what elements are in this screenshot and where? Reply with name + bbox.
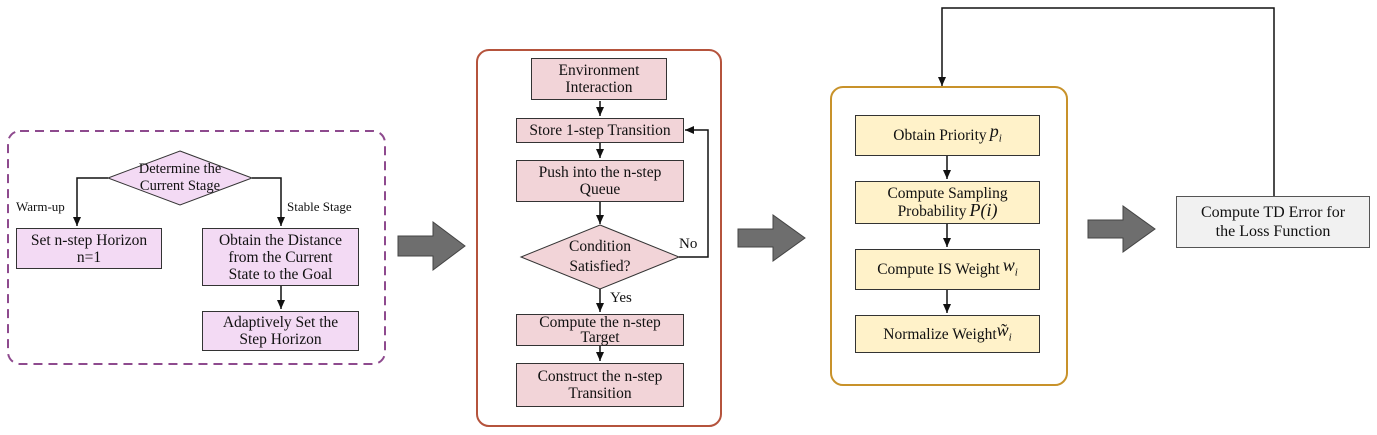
arrow-stable (252, 177, 285, 226)
is-weight-sub: i (1014, 266, 1018, 279)
is-weight-symbol: wi (1002, 255, 1018, 282)
construct-line1: Construct the n-step (537, 368, 663, 385)
priority-text: Obtain Priority (893, 127, 987, 144)
condition-line1: Condition (568, 238, 631, 255)
env-line1: Environment (558, 62, 640, 79)
sampling-line2: Probability (897, 203, 967, 220)
adaptive-set-line1: Adaptively Set the (222, 314, 339, 331)
stable-stage-label: Stable Stage (287, 199, 352, 214)
store-text: Store 1-step Transition (529, 122, 671, 139)
push-line2: Queue (579, 181, 621, 198)
is-weight-text: Compute IS Weight (877, 261, 1000, 278)
set-horizon-line1: Set n-step Horizon (30, 231, 148, 249)
panel3-frame (830, 86, 1068, 386)
target-line2: Target (580, 329, 620, 346)
is-weight-math: w (1002, 255, 1015, 276)
normalize-sub: i (1008, 331, 1012, 344)
adaptive-set-line2: Step Horizon (239, 331, 322, 348)
normalize-math: w̃ (996, 319, 1009, 340)
stage-decision-diamond (106, 150, 254, 206)
arrow-td-feedback (938, 7, 1275, 196)
store-transition-box: Store 1-step Transition (516, 118, 684, 143)
obtain-distance-line3: State to the Goal (228, 265, 333, 283)
big-arrow-1 (397, 221, 466, 271)
no-label: No (679, 236, 698, 252)
td-error-box: Compute TD Error for the Loss Function (1176, 196, 1370, 248)
arrow-warmup (73, 177, 108, 226)
td-line2: the Loss Function (1215, 223, 1331, 240)
sampling-line1: Compute Sampling (887, 185, 1008, 202)
normalize-text: Normalize Weight (883, 325, 997, 343)
priority-symbol: pi (989, 121, 1002, 148)
big-arrow-2 (737, 214, 806, 262)
yes-label: Yes (610, 290, 632, 306)
obtain-distance-line2: from the Current (228, 248, 333, 266)
decision-line2: Current Stage (139, 178, 221, 194)
decision-line1: Determine the (138, 161, 222, 177)
set-horizon-line2: n=1 (76, 248, 102, 266)
construct-line2: Transition (568, 385, 632, 402)
normalize-symbol: w̃i (996, 319, 1012, 347)
obtain-distance-line1: Obtain the Distance (218, 231, 343, 249)
warmup-label: Warm-up (16, 199, 65, 214)
priority-sub: i (998, 132, 1002, 145)
td-line1: Compute TD Error for (1200, 204, 1346, 221)
arrow-no-loop (679, 126, 709, 258)
panel2-frame (476, 49, 722, 427)
priority-math: p (989, 121, 999, 142)
condition-line2: Satisfied? (569, 258, 631, 275)
sampling-math: P(i) (969, 200, 998, 220)
big-arrow-3 (1087, 205, 1156, 253)
push-line1: Push into the n-step (538, 164, 662, 181)
env-line2: Interaction (565, 79, 633, 96)
target-line1: Compute the n-step (539, 314, 661, 331)
